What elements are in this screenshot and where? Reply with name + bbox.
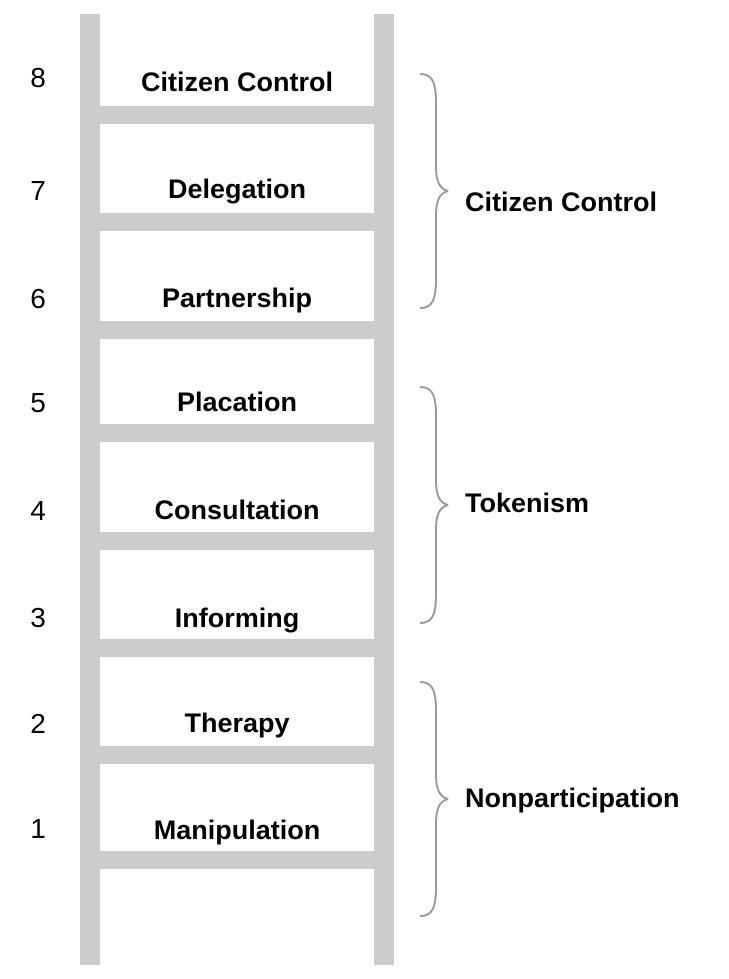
ladder-rung-bar	[80, 106, 394, 124]
ladder-rung-bar	[80, 851, 394, 869]
brace-nonparticipation	[414, 680, 454, 918]
brace-tokenism	[414, 385, 454, 625]
rung-number-3: 3	[30, 602, 46, 633]
rung-label-therapy: Therapy	[184, 708, 290, 738]
group-label-nonparticipation: Nonparticipation	[465, 783, 680, 813]
rung-number-1: 1	[30, 813, 46, 844]
rung-label-partnership: Partnership	[161, 283, 313, 313]
rung-label-manipulation: Manipulation	[153, 815, 321, 845]
rung-label-consultation: Consultation	[154, 495, 320, 525]
rung-number-5: 5	[30, 387, 46, 418]
rung-number-6: 6	[30, 283, 46, 314]
rung-label-placation: Placation	[176, 387, 298, 417]
ladder-rung-bar	[80, 639, 394, 657]
rung-number-2: 2	[30, 708, 46, 739]
rung-number-4: 4	[30, 495, 46, 526]
group-label-tokenism: Tokenism	[465, 488, 590, 518]
ladder-rung-bar	[80, 532, 394, 550]
ladder-rung-bar	[80, 321, 394, 339]
rung-label-informing: Informing	[174, 603, 300, 633]
ladder-right-rail	[374, 14, 394, 965]
rung-number-7: 7	[30, 175, 46, 206]
group-label-citizen-control: Citizen Control	[465, 187, 657, 217]
ladder-left-rail	[80, 14, 100, 965]
rung-label-citizen-control: Citizen Control	[141, 67, 333, 97]
ladder-rung-bar	[80, 746, 394, 764]
ladder-rung-bar	[80, 213, 394, 231]
rung-number-8: 8	[30, 62, 46, 93]
brace-citizen-control	[414, 72, 454, 310]
rung-label-delegation: Delegation	[167, 174, 307, 204]
ladder-rung-bar	[80, 424, 394, 442]
